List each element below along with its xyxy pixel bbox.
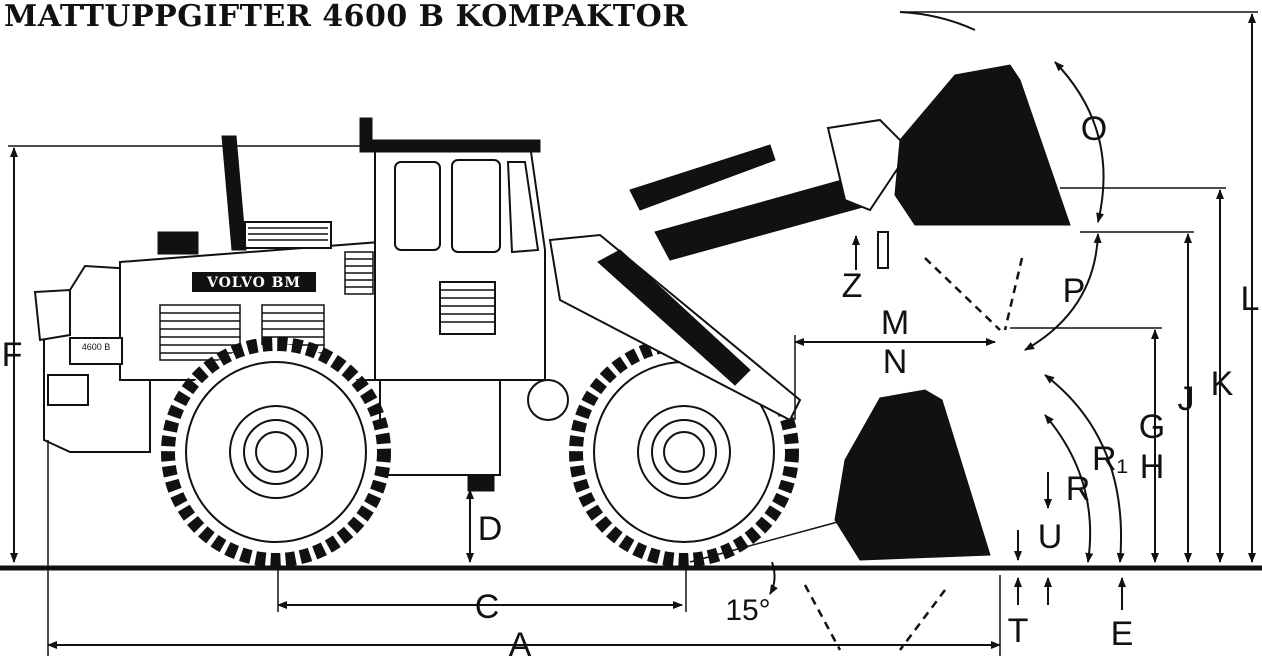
model-plate-text: 4600 B	[82, 342, 111, 352]
cab-roof	[359, 139, 541, 153]
rear-light-housing	[33, 288, 71, 342]
dim-label-R: R	[1066, 470, 1091, 508]
dim-label-M: M	[881, 304, 909, 342]
dump-dash-2	[1003, 257, 1024, 331]
dim-label-O: O	[1081, 110, 1107, 148]
ground-hatch-Z	[877, 231, 889, 269]
dump-dash	[924, 257, 1001, 331]
linkage-raised	[826, 118, 912, 212]
dig-depth-dash-left	[803, 584, 842, 651]
dim-arc-P	[1024, 233, 1102, 351]
dim-arc-R1	[1044, 374, 1125, 563]
top-grille	[244, 221, 332, 249]
dim-label-F: F	[2, 336, 23, 374]
side-grille	[344, 251, 374, 295]
air-intake	[157, 231, 199, 255]
dim-label-J: J	[1178, 380, 1195, 418]
dim-label-U: U	[1038, 518, 1063, 556]
diagram-title: MATTUPPGIFTER 4600 B KOMPAKTOR	[4, 0, 688, 34]
dig-depth-dash-right	[899, 589, 946, 651]
chassis-bottom	[467, 474, 495, 492]
dim-label-T: T	[1008, 612, 1029, 650]
dim-label-C: C	[475, 588, 500, 626]
model-plate	[69, 337, 123, 365]
rear-wheel	[161, 337, 391, 567]
dim-label-K: K	[1211, 365, 1234, 403]
angle-arc	[769, 561, 778, 595]
dim-label-D: D	[478, 510, 503, 548]
exhaust-pipe	[221, 135, 247, 251]
chassis	[379, 379, 501, 476]
tilt-cylinder-raised	[629, 144, 776, 211]
dim-label-A: A	[509, 626, 532, 656]
dim-label-E: E	[1111, 615, 1134, 653]
dim-label-H: H	[1140, 448, 1165, 486]
bucket-raised	[894, 64, 1071, 226]
brand-badge	[192, 272, 316, 292]
dim-label-R1: R₁	[1092, 440, 1128, 478]
dim-label-L: L	[1241, 280, 1260, 318]
loader-machine: VOLVO BM 4600 B	[33, 64, 1071, 567]
dim-label-P: P	[1063, 272, 1086, 310]
rear-panel	[47, 374, 89, 406]
dim-label-G: G	[1139, 408, 1165, 446]
lift-cylinder	[597, 249, 751, 386]
beacon-light	[359, 117, 373, 141]
engine-grille-left	[159, 304, 241, 361]
dim-arc-O	[1054, 61, 1105, 223]
dim-label-N: N	[883, 343, 908, 381]
dim-label-Z: Z	[842, 267, 863, 305]
bucket-lowered	[834, 389, 991, 561]
cab-window-front	[506, 161, 540, 254]
cab-window-center	[451, 159, 501, 253]
front-wheel	[569, 337, 799, 567]
angle-line	[689, 519, 846, 563]
articulation-joint	[527, 379, 569, 421]
cab-window-left	[394, 161, 441, 251]
angle-label: 15°	[725, 594, 770, 627]
brand-badge-text: VOLVO BM	[206, 275, 301, 291]
